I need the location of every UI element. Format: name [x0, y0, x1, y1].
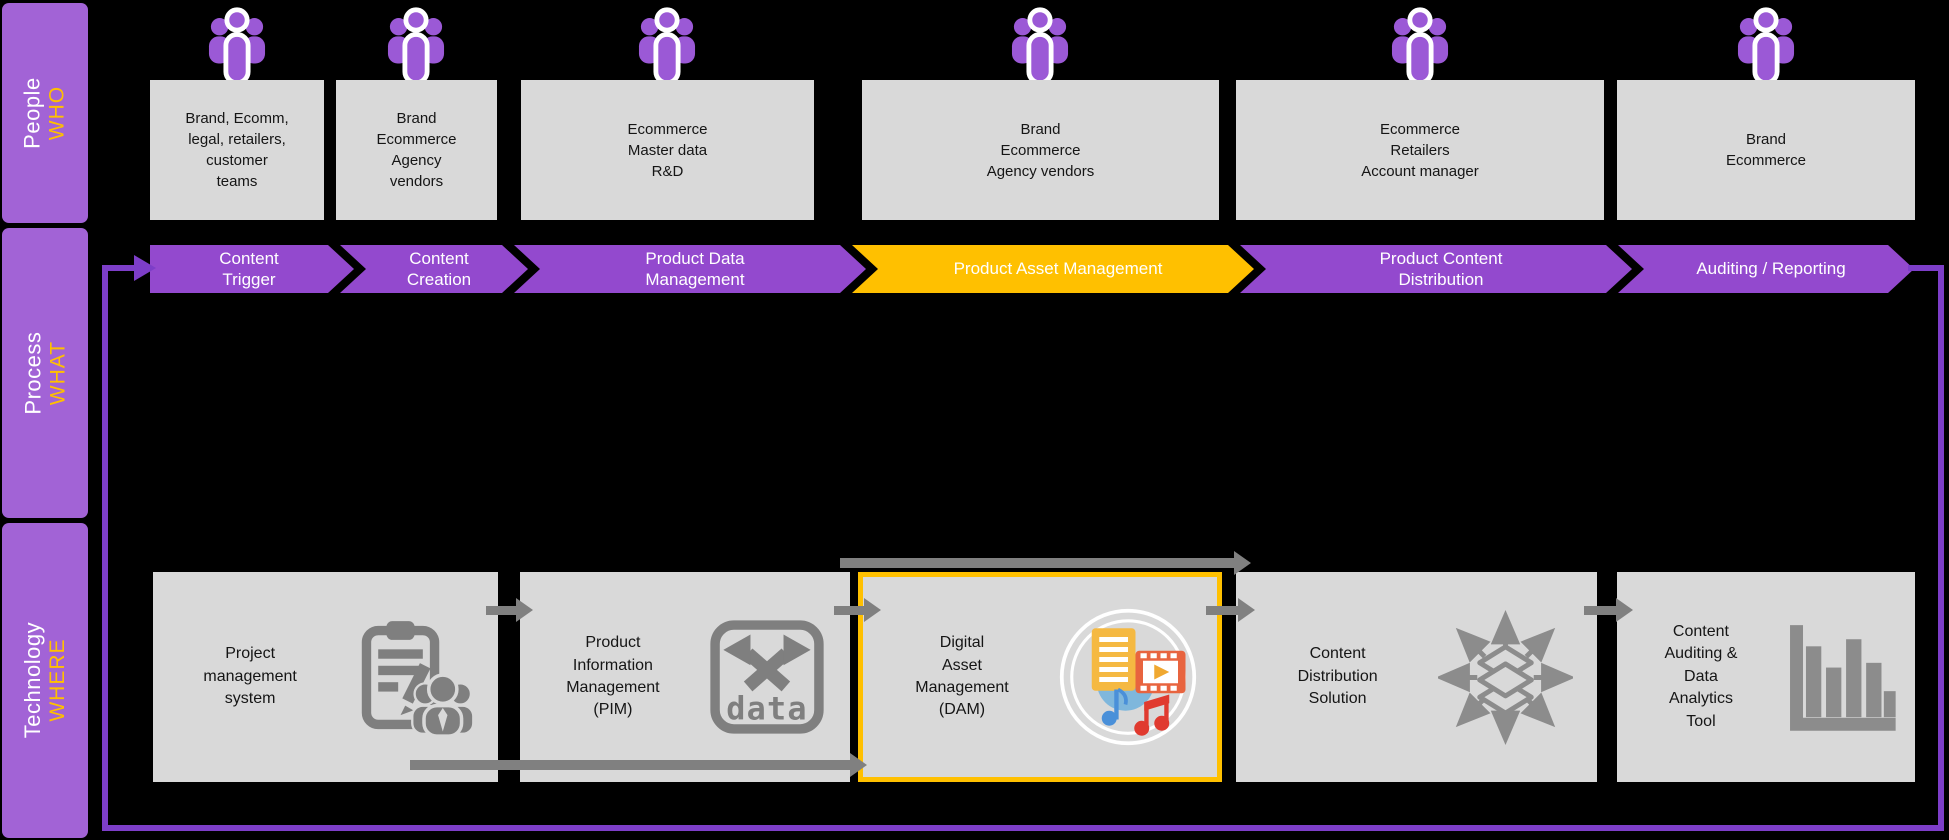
people-group-icon — [208, 7, 266, 86]
people-group-icon — [1011, 7, 1069, 86]
people-group-icon — [638, 7, 696, 86]
process-step-content-creation: Content Creation — [340, 245, 528, 293]
people-box: Ecommerce Retailers Account manager — [1236, 80, 1604, 220]
people-box: Brand, Ecomm, legal, retailers, customer… — [150, 80, 324, 220]
tech-box-label: Content Distribution Solution — [1297, 645, 1378, 708]
data-shuffle-icon: data — [697, 618, 835, 736]
tech-box-project-management: Project management system — [153, 572, 498, 782]
people-box: Brand Ecommerce Agency vendors — [336, 80, 497, 220]
bypass-arrow-bottom — [410, 753, 867, 777]
flow-arrow — [834, 598, 881, 622]
tech-box-dam: Digital Asset Management (DAM) — [858, 572, 1222, 782]
loop-line — [102, 265, 136, 271]
lane-technology-title: Technology — [19, 622, 45, 739]
bypass-arrow-top — [840, 551, 1251, 575]
people-group-icon — [1737, 7, 1795, 86]
process-step-product-data-management: Product Data Management — [514, 245, 866, 293]
flow-arrow — [486, 598, 533, 622]
loop-arrowhead-icon — [134, 255, 156, 281]
tech-box-label: Digital Asset Management (DAM) — [915, 634, 1009, 719]
clipboard-team-icon — [338, 615, 483, 740]
lane-people-title: People — [19, 77, 45, 149]
process-step-product-content-distribution: Product Content Distribution — [1240, 245, 1632, 293]
tech-box-pim: Product Information Management (PIM) dat… — [520, 572, 850, 782]
process-step-content-trigger: Content Trigger — [150, 245, 354, 293]
lane-process: Process WHAT — [2, 228, 88, 518]
lane-process-title: Process — [19, 331, 45, 415]
lane-people: People WHO — [2, 3, 88, 223]
people-group-icon — [1391, 7, 1449, 86]
lane-people-subtitle: WHO — [45, 85, 69, 141]
tech-box-label: Product Information Management (PIM) — [566, 634, 660, 719]
people-box: Brand Ecommerce Agency vendors — [862, 80, 1219, 220]
loop-line — [1938, 265, 1944, 831]
tech-box-label: Project management system — [203, 645, 297, 708]
pim-icon-text: data — [726, 689, 807, 727]
loop-line — [102, 825, 1944, 831]
lane-process-subtitle: WHAT — [45, 340, 69, 406]
lane-technology-subtitle: WHERE — [45, 638, 69, 723]
process-step-product-asset-management: Product Asset Management — [852, 245, 1254, 293]
people-box: Ecommerce Master data R&D — [521, 80, 814, 220]
flow-arrow — [1584, 598, 1633, 622]
lane-technology: Technology WHERE — [2, 523, 88, 838]
people-box: Brand Ecommerce — [1617, 80, 1915, 220]
tech-box-label: Content Auditing & Data Analytics Tool — [1664, 623, 1738, 730]
tech-box-content-distribution: Content Distribution Solution — [1236, 572, 1597, 782]
tech-box-analytics: Content Auditing & Data Analytics Tool — [1617, 572, 1915, 782]
bar-chart-icon — [1777, 618, 1901, 736]
loop-line — [102, 265, 108, 831]
loop-line — [1908, 265, 1944, 271]
people-group-icon — [387, 7, 445, 86]
distribution-icon — [1430, 609, 1582, 745]
media-assets-icon — [1053, 602, 1203, 752]
process-step-auditing-reporting: Auditing / Reporting — [1618, 245, 1914, 293]
flow-arrow — [1206, 598, 1255, 622]
